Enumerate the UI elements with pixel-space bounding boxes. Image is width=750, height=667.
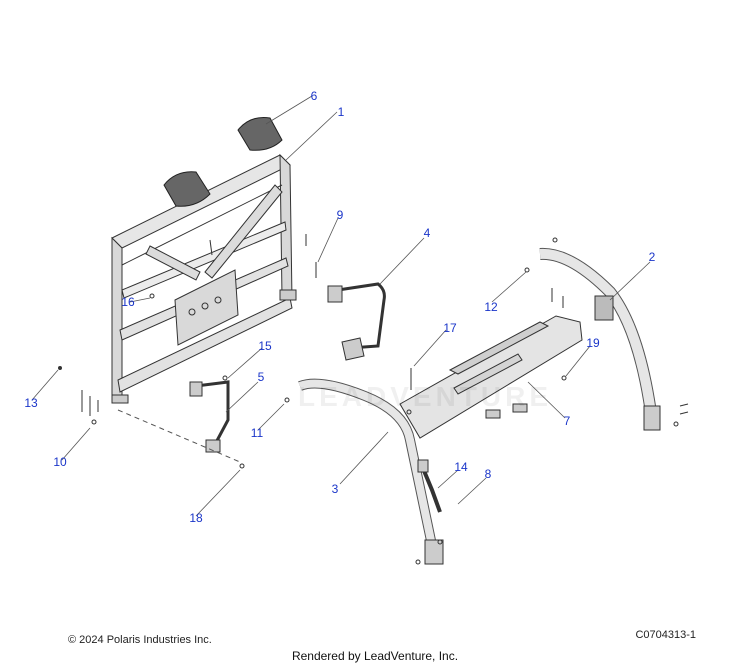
front-tube-part [298,378,444,565]
callout-13[interactable]: 13 [24,396,38,410]
center-line [117,409,241,463]
callout-2[interactable]: 2 [648,250,656,264]
callout-7[interactable]: 7 [563,414,571,428]
diagram-code: C0704313-1 [635,629,696,641]
brace-part [327,282,386,361]
lower-brace-part [189,380,230,453]
grab-handle-part [163,117,283,207]
callout-11[interactable]: 11 [250,426,264,440]
callout-3[interactable]: 3 [331,482,339,496]
leader-lines [31,95,651,517]
copyright-text: © 2024 Polaris Industries Inc. [68,634,212,646]
callout-14[interactable]: 14 [454,460,468,474]
callout-1[interactable]: 1 [337,105,345,119]
panel-part [399,315,583,439]
callout-5[interactable]: 5 [257,370,265,384]
callout-4[interactable]: 4 [423,226,431,240]
callout-8[interactable]: 8 [484,467,492,481]
rendered-by-text: Rendered by LeadVenture, Inc. [291,649,459,663]
callout-10[interactable]: 10 [53,455,67,469]
rear-frame-part [111,153,297,404]
callout-12[interactable]: 12 [484,300,498,314]
callout-15[interactable]: 15 [258,339,272,353]
rear-tube-part [539,247,661,431]
callout-9[interactable]: 9 [336,208,344,222]
callout-19[interactable]: 19 [586,336,600,350]
callout-18[interactable]: 18 [189,511,203,525]
callout-17[interactable]: 17 [443,321,457,335]
watermark: LEADVENTURE [298,381,553,412]
callout-6[interactable]: 6 [310,89,318,103]
callout-16[interactable]: 16 [121,295,135,309]
strap-part [417,459,442,513]
fasteners [58,234,689,565]
